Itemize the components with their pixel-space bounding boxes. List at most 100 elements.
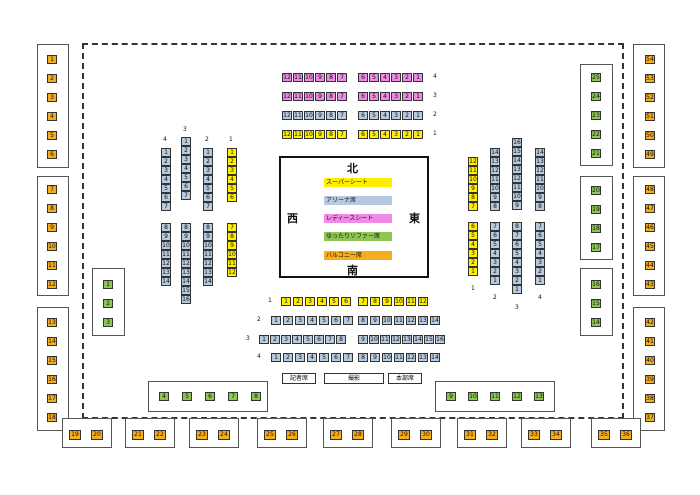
north-row4-seat-4[interactable]: 4 bbox=[380, 73, 390, 82]
balcony-seat-38[interactable]: 38 bbox=[645, 394, 655, 403]
south-row2-seat-2[interactable]: 2 bbox=[283, 316, 293, 325]
south-row4-seat-3[interactable]: 3 bbox=[295, 353, 305, 362]
sofa-seat-12[interactable]: 12 bbox=[512, 392, 522, 401]
east-col4-seat-7[interactable]: 7 bbox=[535, 222, 545, 231]
balcony-seat-22[interactable]: 22 bbox=[154, 430, 166, 440]
north-row4-seat-7[interactable]: 7 bbox=[337, 73, 347, 82]
east-col1-seat-6[interactable]: 6 bbox=[468, 222, 478, 231]
west-col2-seat-13[interactable]: 13 bbox=[203, 268, 213, 277]
east-col4-seat-1[interactable]: 1 bbox=[535, 276, 545, 285]
east-col3-seat-15[interactable]: 15 bbox=[512, 147, 522, 156]
north-row3-seat-2[interactable]: 2 bbox=[402, 92, 412, 101]
balcony-seat-32[interactable]: 32 bbox=[486, 430, 498, 440]
south-row3-seat-8[interactable]: 8 bbox=[336, 335, 346, 344]
east-col1-seat-5[interactable]: 5 bbox=[468, 231, 478, 240]
west-col3-seat-3[interactable]: 3 bbox=[181, 155, 191, 164]
north-row4-seat-3[interactable]: 3 bbox=[391, 73, 401, 82]
north-row4-seat-9[interactable]: 9 bbox=[315, 73, 325, 82]
east-col4-seat-9[interactable]: 9 bbox=[535, 193, 545, 202]
balcony-seat-7[interactable]: 7 bbox=[47, 185, 57, 194]
sofa-seat-25[interactable]: 25 bbox=[591, 73, 601, 82]
west-col2-seat-6[interactable]: 6 bbox=[203, 193, 213, 202]
east-col4-seat-2[interactable]: 2 bbox=[535, 267, 545, 276]
balcony-seat-25[interactable]: 25 bbox=[264, 430, 276, 440]
sofa-seat-15[interactable]: 15 bbox=[591, 299, 601, 308]
balcony-seat-14[interactable]: 14 bbox=[47, 337, 57, 346]
sofa-seat-21[interactable]: 21 bbox=[591, 149, 601, 158]
south-row1-seat-11[interactable]: 11 bbox=[406, 297, 416, 306]
sofa-seat-5[interactable]: 5 bbox=[182, 392, 192, 401]
north-row4-seat-11[interactable]: 11 bbox=[293, 73, 303, 82]
west-col3-seat-5[interactable]: 5 bbox=[181, 173, 191, 182]
balcony-seat-53[interactable]: 53 bbox=[645, 74, 655, 83]
south-row2-seat-14[interactable]: 14 bbox=[430, 316, 440, 325]
west-col4-seat-4[interactable]: 4 bbox=[161, 175, 171, 184]
west-col4-seat-2[interactable]: 2 bbox=[161, 157, 171, 166]
west-col2-seat-3[interactable]: 3 bbox=[203, 166, 213, 175]
south-row4-seat-7[interactable]: 7 bbox=[343, 353, 353, 362]
east-col4-seat-5[interactable]: 5 bbox=[535, 240, 545, 249]
east-col2-seat-4[interactable]: 4 bbox=[490, 249, 500, 258]
west-col1-seat-7[interactable]: 7 bbox=[227, 223, 237, 232]
east-col1-seat-4[interactable]: 4 bbox=[468, 240, 478, 249]
south-row2-seat-6[interactable]: 6 bbox=[331, 316, 341, 325]
south-row3-seat-13[interactable]: 13 bbox=[402, 335, 412, 344]
sofa-seat-14[interactable]: 14 bbox=[591, 318, 601, 327]
south-row4-seat-8[interactable]: 8 bbox=[358, 353, 368, 362]
sofa-seat-22[interactable]: 22 bbox=[591, 130, 601, 139]
balcony-seat-50[interactable]: 50 bbox=[645, 131, 655, 140]
balcony-seat-52[interactable]: 52 bbox=[645, 93, 655, 102]
north-row2-seat-11[interactable]: 11 bbox=[293, 111, 303, 120]
balcony-seat-17[interactable]: 17 bbox=[47, 394, 57, 403]
east-col2-seat-3[interactable]: 3 bbox=[490, 258, 500, 267]
sofa-seat-13[interactable]: 13 bbox=[534, 392, 544, 401]
south-row2-seat-10[interactable]: 10 bbox=[382, 316, 392, 325]
south-row2-seat-4[interactable]: 4 bbox=[307, 316, 317, 325]
north-row4-seat-1[interactable]: 1 bbox=[413, 73, 423, 82]
west-col1-seat-12[interactable]: 12 bbox=[227, 268, 237, 277]
sofa-seat-4[interactable]: 4 bbox=[159, 392, 169, 401]
balcony-seat-27[interactable]: 27 bbox=[330, 430, 342, 440]
west-col1-seat-9[interactable]: 9 bbox=[227, 241, 237, 250]
east-col1-seat-2[interactable]: 2 bbox=[468, 258, 478, 267]
sofa-seat-8[interactable]: 8 bbox=[251, 392, 261, 401]
west-col1-seat-1[interactable]: 1 bbox=[227, 148, 237, 157]
east-col3-seat-4[interactable]: 4 bbox=[512, 258, 522, 267]
balcony-seat-13[interactable]: 13 bbox=[47, 318, 57, 327]
east-col3-seat-2[interactable]: 2 bbox=[512, 276, 522, 285]
west-col3-seat-9[interactable]: 9 bbox=[181, 232, 191, 241]
west-col3-seat-13[interactable]: 13 bbox=[181, 268, 191, 277]
north-row1-seat-11[interactable]: 11 bbox=[293, 130, 303, 139]
east-col3-seat-16[interactable]: 16 bbox=[512, 138, 522, 147]
balcony-seat-54[interactable]: 54 bbox=[645, 55, 655, 64]
south-row3-seat-2[interactable]: 2 bbox=[270, 335, 280, 344]
balcony-seat-33[interactable]: 33 bbox=[528, 430, 540, 440]
sofa-seat-19[interactable]: 19 bbox=[591, 205, 601, 214]
east-col2-seat-9[interactable]: 9 bbox=[490, 193, 500, 202]
north-row3-seat-3[interactable]: 3 bbox=[391, 92, 401, 101]
south-row4-seat-2[interactable]: 2 bbox=[283, 353, 293, 362]
north-row2-seat-2[interactable]: 2 bbox=[402, 111, 412, 120]
north-row4-seat-2[interactable]: 2 bbox=[402, 73, 412, 82]
south-row2-seat-12[interactable]: 12 bbox=[406, 316, 416, 325]
west-col1-seat-10[interactable]: 10 bbox=[227, 250, 237, 259]
south-row2-seat-8[interactable]: 8 bbox=[358, 316, 368, 325]
east-col1-seat-1[interactable]: 1 bbox=[468, 267, 478, 276]
south-row3-seat-12[interactable]: 12 bbox=[391, 335, 401, 344]
balcony-seat-19[interactable]: 19 bbox=[69, 430, 81, 440]
south-row1-seat-9[interactable]: 9 bbox=[382, 297, 392, 306]
west-col4-seat-9[interactable]: 9 bbox=[161, 232, 171, 241]
sofa-seat-17[interactable]: 17 bbox=[591, 243, 601, 252]
east-col2-seat-1[interactable]: 1 bbox=[490, 276, 500, 285]
balcony-seat-47[interactable]: 47 bbox=[645, 204, 655, 213]
south-row4-seat-9[interactable]: 9 bbox=[370, 353, 380, 362]
balcony-seat-6[interactable]: 6 bbox=[47, 150, 57, 159]
balcony-seat-4[interactable]: 4 bbox=[47, 112, 57, 121]
south-row3-seat-9[interactable]: 9 bbox=[358, 335, 368, 344]
south-row3-seat-3[interactable]: 3 bbox=[281, 335, 291, 344]
south-row1-seat-2[interactable]: 2 bbox=[293, 297, 303, 306]
east-col4-seat-4[interactable]: 4 bbox=[535, 249, 545, 258]
east-col4-seat-14[interactable]: 14 bbox=[535, 148, 545, 157]
east-col4-seat-10[interactable]: 10 bbox=[535, 184, 545, 193]
balcony-seat-46[interactable]: 46 bbox=[645, 223, 655, 232]
